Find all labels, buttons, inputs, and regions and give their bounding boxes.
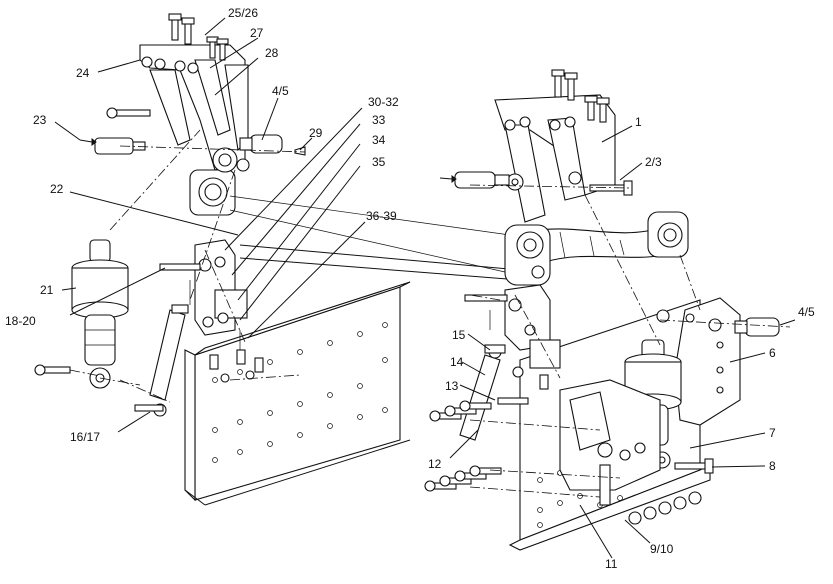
callout-12: 12 [428, 457, 442, 471]
callout-8: 8 [769, 459, 776, 473]
pin-23 [79, 137, 146, 155]
callout-4-5-right: 4/5 [798, 305, 815, 319]
top-bolts-right [551, 69, 610, 123]
left-shock [134, 304, 189, 417]
callout-15: 15 [452, 328, 466, 342]
callout-11: 11 [605, 557, 618, 571]
pin-4-5-left [236, 134, 283, 172]
callout-25-26: 25/26 [228, 6, 258, 20]
center-lines [109, 129, 701, 403]
callout-1: 1 [635, 115, 642, 129]
callout-22: 22 [50, 182, 64, 196]
callout-28: 28 [265, 46, 279, 60]
callout-29: 29 [309, 126, 323, 140]
right-hanger-bracket [656, 297, 791, 426]
callout-7: 7 [769, 426, 776, 440]
callout-6: 6 [769, 346, 776, 360]
right-lower-support [559, 379, 702, 525]
left-air-spring [34, 239, 141, 389]
callout-16-17: 16/17 [70, 430, 100, 444]
callout-23: 23 [33, 113, 47, 127]
callout-labels: 25/26 27 28 24 4/5 23 29 30-32 33 34 35 … [5, 6, 815, 571]
right-upper-bracket [439, 69, 633, 223]
callout-9-10: 9/10 [650, 542, 674, 556]
callout-4-5-left: 4/5 [272, 84, 289, 98]
callout-13: 13 [445, 379, 459, 393]
callout-27: 27 [250, 26, 264, 40]
right-shock [459, 344, 529, 441]
bolt-rows-12 [424, 400, 621, 498]
left-upper-bracket [79, 13, 306, 216]
callout-36-39: 36-39 [366, 209, 397, 223]
nut-row-bottom [628, 491, 702, 525]
top-bolts-left [168, 13, 229, 61]
nut-row [141, 56, 199, 74]
left-valve-bracket [159, 239, 264, 383]
callout-30-32: 30-32 [368, 95, 399, 109]
callout-14: 14 [450, 355, 464, 369]
callout-2-3: 2/3 [645, 155, 662, 169]
callout-21: 21 [40, 283, 54, 297]
callout-34: 34 [372, 133, 386, 147]
stabilizer-bar [229, 195, 689, 286]
leader-lines [54, 17, 796, 559]
callout-35: 35 [372, 155, 386, 169]
callout-18-20: 18-20 [5, 314, 36, 328]
callout-24: 24 [76, 66, 90, 80]
callout-33: 33 [372, 113, 386, 127]
